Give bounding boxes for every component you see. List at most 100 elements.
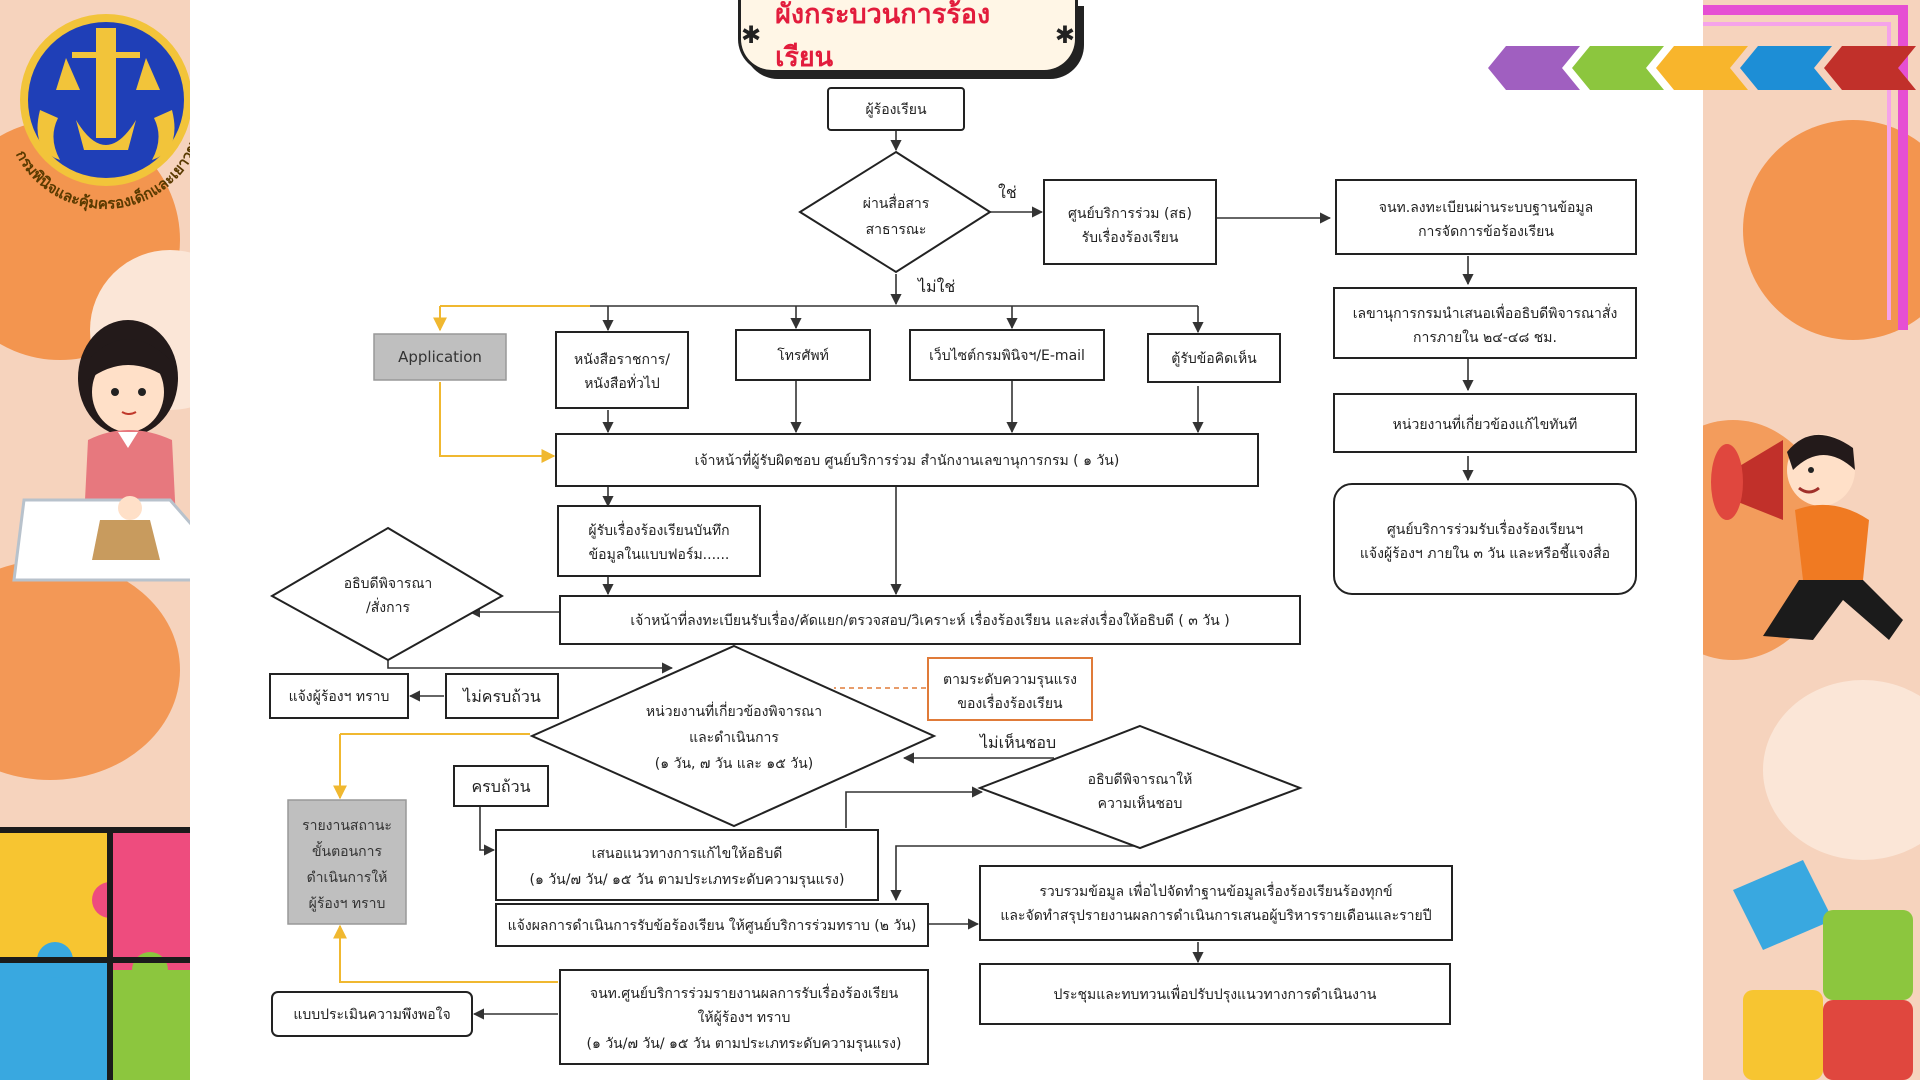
node-meeting: ประชุมและทบทวนเพื่อปรับปรุงแนวทางการดำเน…: [979, 963, 1451, 1025]
arrow-chevron: [1740, 46, 1832, 90]
pink-frame: [1703, 5, 1908, 330]
node-label: และดำเนินการ: [689, 730, 779, 746]
node-compile-data: รวบรวมข้อมูล เพื่อไปจัดทำฐานข้อมูลเรื่อง…: [979, 865, 1453, 941]
label-complete: ครบถ้วน: [453, 765, 549, 807]
node-label: หนังสือทั่วไป: [584, 374, 660, 392]
node-label: และจัดทำสรุปรายงานผลการดำเนินการเสนอผู้บ…: [1000, 908, 1431, 924]
node-record-form: ผู้รับเรื่องร้องเรียนบันทึก ข้อมูลในแบบฟ…: [557, 505, 761, 577]
node-label: เว็บไซต์กรมพินิจฯ/E-mail: [929, 346, 1085, 364]
node-label: อธิบดีพิจารณาให้: [1088, 771, 1193, 788]
node-label: ประชุมและทบทวนเพื่อปรับปรุงแนวทางการดำเน…: [1054, 985, 1377, 1003]
page-title: ผังกระบวนการร้องเรียน: [775, 0, 991, 73]
node-label: จนท.ศูนย์บริการร่วมรายงานผลการรับเรื่องร…: [590, 984, 899, 1002]
node-label: ตู้รับข้อคิดเห็น: [1171, 349, 1257, 367]
node-label: การภายใน ๒๔-๔๘ ชม.: [1413, 329, 1557, 346]
node-notify-complainant: แจ้งผู้ร้องฯ ทราบ: [269, 673, 409, 719]
left-decor-art: กรมพินิจและคุ้มครองเด็กและเยาวชน: [0, 14, 190, 1080]
title-banner: ✱ ผังกระบวนการร้องเรียน ✱: [738, 0, 1078, 73]
node-label: (๑ วัน/๗ วัน/ ๑๕ วัน ตามประเภทระดับความร…: [587, 1036, 902, 1052]
woman-illustration: [12, 320, 190, 582]
node-label: ดำเนินการให้: [307, 869, 388, 886]
node-propose-solution: เสนอแนวทางการแก้ไขให้อธิบดี (๑ วัน/๗ วัน…: [495, 829, 879, 901]
edge-label-incomplete: ไม่ครบถ้วน: [461, 687, 541, 706]
flow-edges: [333, 130, 1474, 1020]
node-label: หนังสือราชการ/: [574, 352, 670, 368]
node-label: ข้อมูลในแบบฟอร์ม......: [589, 546, 730, 563]
arrow-chevron: [1488, 46, 1580, 90]
node-label: รับเรื่องร้องเรียน: [1082, 228, 1179, 246]
node-center-report: จนท.ศูนย์บริการร่วมรายงานผลการรับเรื่องร…: [559, 969, 929, 1065]
puzzle-decor: [1733, 860, 1913, 1080]
decision-public-media: ผ่านสื่อสาร สาธารณะ: [798, 150, 992, 274]
node-website: เว็บไซต์กรมพินิจฯ/E-mail: [909, 329, 1105, 381]
node-label: รายงานสถานะ: [302, 818, 392, 834]
node-label: ขั้นตอนการ: [312, 841, 383, 860]
node-label: ความเห็นชอบ: [1098, 794, 1183, 812]
right-decor-panel: [1703, 0, 1920, 1080]
node-label: ผู้ร้องเรียน: [865, 102, 926, 118]
node-label: สาธารณะ: [866, 222, 927, 238]
decision-unit-consider: หน่วยงานที่เกี่ยวข้องพิจารณา และดำเนินกา…: [529, 644, 937, 828]
node-label: แจ้งผู้ร้องฯ ทราบ: [289, 689, 390, 705]
node-label: ศูนย์บริการร่วมรับเรื่องร้องเรียนฯ: [1387, 520, 1583, 538]
node-label: หน่วยงานที่เกี่ยวข้องพิจารณา: [646, 702, 822, 720]
node-suggestion-box: ตู้รับข้อคิดเห็น: [1147, 333, 1281, 383]
node-label: เสนอแนวทางการแก้ไขให้อธิบดี: [592, 845, 783, 862]
label-incomplete: ไม่ครบถ้วน: [445, 673, 559, 719]
node-label: Application: [398, 348, 482, 366]
node-label: แบบประเมินความพึงพอใจ: [293, 1006, 450, 1023]
node-register-system: จนท.ลงทะเบียนผ่านระบบฐานข้อมูล การจัดการ…: [1335, 179, 1637, 255]
node-label: แจ้งผลการดำเนินการรับข้อร้องเรียน ให้ศูน…: [508, 917, 917, 934]
node-label: ของเรื่องร้องเรียน: [957, 694, 1063, 712]
arrow-chevron: [1824, 46, 1916, 90]
node-label: ผ่านสื่อสาร: [863, 194, 930, 212]
star-icon: ✱: [741, 21, 762, 49]
node-label: อธิบดีพิจารณา: [344, 576, 433, 592]
node-satisfaction: แบบประเมินความพึงพอใจ: [271, 991, 473, 1037]
node-label: ศูนย์บริการร่วม (สธ): [1068, 205, 1192, 222]
node-label: โทรศัพท์: [777, 347, 829, 364]
node-label: ผู้ร้องฯ ทราบ: [309, 896, 386, 912]
node-label: การจัดการข้อร้องเรียน: [1418, 224, 1554, 240]
node-secretary-propose: เลขานุการกรมนำเสนอเพื่ออธิบดีพิจารณาสั่ง…: [1333, 287, 1637, 359]
node-unit-fix: หน่วยงานที่เกี่ยวข้องแก้ไขทันที: [1333, 393, 1637, 453]
node-status-report: รายงานสถานะ ขั้นตอนการ ดำเนินการให้ ผู้ร…: [287, 799, 407, 925]
node-register-sort: เจ้าหน้าที่ลงทะเบียนรับเรื่อง/คัดแยก/ตรว…: [559, 595, 1301, 645]
arrow-chevron: [1656, 46, 1748, 90]
node-severity-note: ตามระดับความรุนแรง ของเรื่องร้องเรียน: [927, 657, 1093, 721]
node-label: รวบรวมข้อมูล เพื่อไปจัดทำฐานข้อมูลเรื่อง…: [1039, 882, 1392, 900]
decision-director-order: อธิบดีพิจารณา /สั่งการ: [269, 526, 504, 662]
right-decor-art: [1703, 5, 1913, 1080]
node-phone: โทรศัพท์: [735, 329, 871, 381]
decor-blob: [1763, 680, 1920, 860]
node-label: ให้ผู้ร้องฯ ทราบ: [698, 1009, 791, 1026]
node-label: เจ้าหน้าที่ลงทะเบียนรับเรื่อง/คัดแยก/ตรว…: [630, 611, 1229, 629]
node-label: (๑ วัน/๗ วัน/ ๑๕ วัน ตามประเภทระดับความร…: [530, 872, 845, 888]
node-application: Application: [373, 333, 507, 381]
node-label: /สั่งการ: [366, 598, 410, 616]
node-officer: เจ้าหน้าที่ผู้รับผิดชอบ ศูนย์บริการร่วม …: [555, 433, 1259, 487]
node-label: หน่วยงานที่เกี่ยวข้องแก้ไขทันที: [1393, 415, 1578, 433]
node-label: เลขานุการกรมนำเสนอเพื่ออธิบดีพิจารณาสั่ง: [1353, 304, 1618, 322]
edge-label-no: ไม่ใช่: [916, 277, 955, 296]
star-icon: ✱: [1054, 21, 1075, 49]
edge-label-disagree: ไม่เห็นชอบ: [978, 732, 1056, 752]
man-megaphone-illustration: [1711, 434, 1903, 640]
node-label: (๑ วัน, ๗ วัน และ ๑๕ วัน): [655, 756, 813, 772]
left-decor-panel: กรมพินิจและคุ้มครองเด็กและเยาวชน: [0, 0, 190, 1080]
node-joint-center: ศูนย์บริการร่วม (สธ) รับเรื่องร้องเรียน: [1043, 179, 1217, 265]
node-label: จนท.ลงทะเบียนผ่านระบบฐานข้อมูล: [1379, 200, 1593, 216]
arrow-strip: [1488, 46, 1916, 90]
edge-label-yes: ใช่: [998, 183, 1017, 202]
edge-labels: ใช่ ไม่ใช่ ไม่เห็นชอบ: [916, 183, 1056, 752]
node-complainant: ผู้ร้องเรียน: [827, 87, 965, 131]
decision-director-approve: อธิบดีพิจารณาให้ ความเห็นชอบ: [977, 724, 1303, 850]
puzzle-decor: [0, 827, 190, 1080]
node-label: ผู้รับเรื่องร้องเรียนบันทึก: [588, 521, 729, 539]
node-letter: หนังสือราชการ/ หนังสือทั่วไป: [555, 331, 689, 409]
node-notify-result: แจ้งผลการดำเนินการรับข้อร้องเรียน ให้ศูน…: [495, 903, 929, 947]
node-center-notify: ศูนย์บริการร่วมรับเรื่องร้องเรียนฯ แจ้งผ…: [1333, 483, 1637, 595]
edge-label-complete: ครบถ้วน: [471, 777, 530, 796]
